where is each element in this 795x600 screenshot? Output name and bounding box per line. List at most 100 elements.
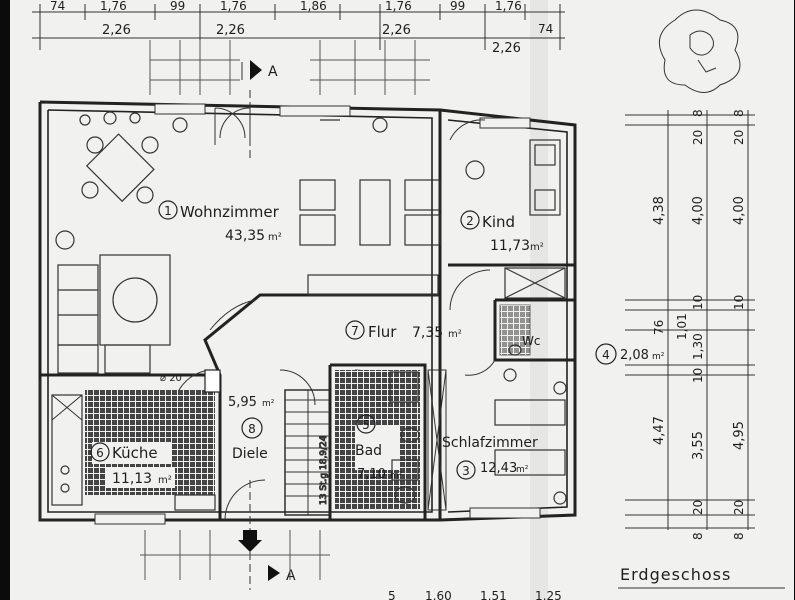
room-3-label: Schlafzimmer 3 12,43 m²	[442, 435, 538, 480]
dim-top-8: 1,76	[495, 0, 522, 13]
bathroom	[335, 370, 420, 510]
section-marker-label-bottom: A	[286, 568, 296, 584]
dim-top-4: 1,76	[220, 0, 247, 13]
room-2-name: Kind	[482, 213, 515, 231]
plan-sheet: 74 1,76 99 1,76 1,86 1,76 99 1,76 74 2,2…	[10, 0, 794, 600]
room-1-number: 1	[164, 204, 172, 218]
room-1-name: Wohnzimmer	[180, 203, 280, 221]
dim-top-9: 74	[538, 22, 553, 36]
room-5-label: 5 Bad 7,10 m²	[355, 414, 403, 482]
plant-icons	[79, 111, 517, 382]
dim-right-inner-4: 10	[732, 295, 746, 310]
dim-top-3: 99	[170, 0, 185, 13]
room-1-unit: m²	[268, 232, 282, 243]
room-4-label: 4 2,08 m²	[595, 343, 665, 365]
room-5-number: 5	[362, 418, 370, 432]
dim-top-row2-4: 2,26	[492, 41, 521, 56]
room-5-name: Bad	[355, 443, 382, 459]
room-7-area: 7,35	[412, 325, 443, 341]
kids-room-furniture	[465, 139, 566, 299]
room-6-unit: m²	[158, 475, 172, 486]
right-dim-labels-third: 4,00 4,95	[732, 196, 747, 450]
dim-top-2: 1,76	[100, 0, 127, 13]
dim-right-inner-9: 20	[732, 500, 746, 515]
top-dimension-chain: 74 1,76 99 1,76 1,86 1,76 99 1,76 74 2,2…	[32, 0, 565, 56]
wc-label: Wc	[522, 334, 540, 348]
room-1-area: 43,35	[225, 228, 265, 244]
dim-right-inner-5: 1,01	[675, 313, 689, 340]
dim-top-row2-3: 2,26	[382, 23, 411, 38]
dim-top-1: 74	[50, 0, 65, 13]
dim-right-inner-2: 20	[732, 130, 746, 145]
room-4-area: 2,08	[620, 348, 649, 363]
wc: Wc	[499, 304, 540, 356]
dim-right-third-1: 4,00	[732, 196, 747, 225]
room-7-label: 7 Flur 7,35 m²	[345, 320, 462, 341]
dim-top-row2-2: 2,26	[216, 23, 245, 38]
room-3-number: 3	[462, 464, 470, 478]
windows-bottom	[94, 507, 541, 525]
section-marker-label-top: A	[268, 64, 278, 80]
room-8-name: Diele	[232, 446, 268, 462]
dim-right-third-2: 4,95	[732, 421, 747, 450]
dim-right-outer-3: 4,38	[652, 196, 667, 225]
wardrobe-strip	[427, 369, 447, 511]
living-room-furniture	[55, 119, 441, 374]
dim-top-7: 99	[450, 0, 465, 13]
dim-right-inner-8: 3,55	[691, 431, 706, 460]
dim-right-inner-10: 8	[732, 532, 746, 540]
room-8-area: 5,95	[228, 395, 257, 410]
room-6-number: 6	[96, 446, 104, 460]
dim-right-inner-1: 8	[732, 109, 746, 117]
dim-top-5: 1,86	[300, 0, 327, 13]
room-3-unit: m²	[516, 465, 529, 475]
room-5-unit: m²	[390, 471, 403, 481]
bottom-grid	[140, 530, 330, 580]
room-2-unit: m²	[530, 242, 544, 253]
right-dim-labels-outer: 8 20 4,38 10 76 4,47 20 8	[652, 109, 705, 540]
dim-right-inner-6: 1,30	[691, 333, 705, 360]
right-dim-labels-inner: 8 20 4,00 10 1,01 1,30 10 3,55 20 8	[675, 109, 746, 540]
tree-sketch	[658, 9, 741, 93]
bottom-dimension-chain: 5 1,60 1,51 1,25	[388, 589, 562, 600]
room-6-label: 6 Küche 11,13 m²	[90, 442, 175, 488]
room-5-area: 7,10	[357, 467, 386, 482]
room-3-area: 12,43	[480, 461, 517, 476]
dim-right-outer-4: 10	[691, 295, 705, 310]
floor-plan: 74 1,76 99 1,76 1,86 1,76 99 1,76 74 2,2…	[32, 0, 785, 600]
dim-right-outer-1: 8	[691, 109, 705, 117]
room-2-number: 2	[466, 214, 474, 228]
room-4-number: 4	[602, 348, 610, 362]
room-8-unit: m²	[262, 399, 275, 409]
room-2-label: 2 Kind 11,73 m²	[460, 210, 544, 254]
room-8-label: 5,95 m² 8 Diele	[228, 395, 275, 462]
stair-label: 13 St.g 18,9/24	[319, 435, 329, 505]
dim-top-6: 1,76	[385, 0, 412, 13]
room-6-area: 11,13	[112, 471, 152, 487]
room-8-number: 8	[248, 422, 256, 436]
dim-right-inner-3: 4,00	[691, 196, 706, 225]
dim-bottom-2: 1,60	[425, 589, 452, 600]
dim-bottom-1: 5	[388, 589, 396, 600]
staircase: 13 St.g 18,9/24	[284, 389, 331, 516]
room-7-number: 7	[351, 324, 359, 338]
chimney-label: ⌀ 20	[160, 373, 182, 384]
dim-bottom-4: 1,25	[535, 589, 562, 600]
room-1-label: 1 Wohnzimmer 43,35 m²	[158, 200, 282, 244]
entrance: A	[238, 480, 296, 590]
section-marker-top: A	[241, 60, 278, 80]
room-7-unit: m²	[448, 329, 462, 340]
terrace-grid	[149, 40, 430, 95]
right-dimension-chains	[625, 110, 755, 530]
dim-top-row2-1: 2,26	[102, 23, 131, 38]
room-3-name: Schlafzimmer	[442, 435, 538, 451]
dim-right-outer-8: 8	[691, 532, 705, 540]
floor-title-text: Erdgeschoss	[620, 565, 731, 584]
floor-title: Erdgeschoss	[618, 565, 785, 589]
dim-right-outer-2: 20	[691, 130, 705, 145]
dim-right-inner-7: 10	[691, 368, 705, 383]
chimney: ⌀ 20	[160, 369, 221, 393]
room-7-name: Flur	[368, 323, 397, 341]
room-2-area: 11,73	[490, 238, 530, 254]
dim-bottom-3: 1,51	[480, 589, 507, 600]
